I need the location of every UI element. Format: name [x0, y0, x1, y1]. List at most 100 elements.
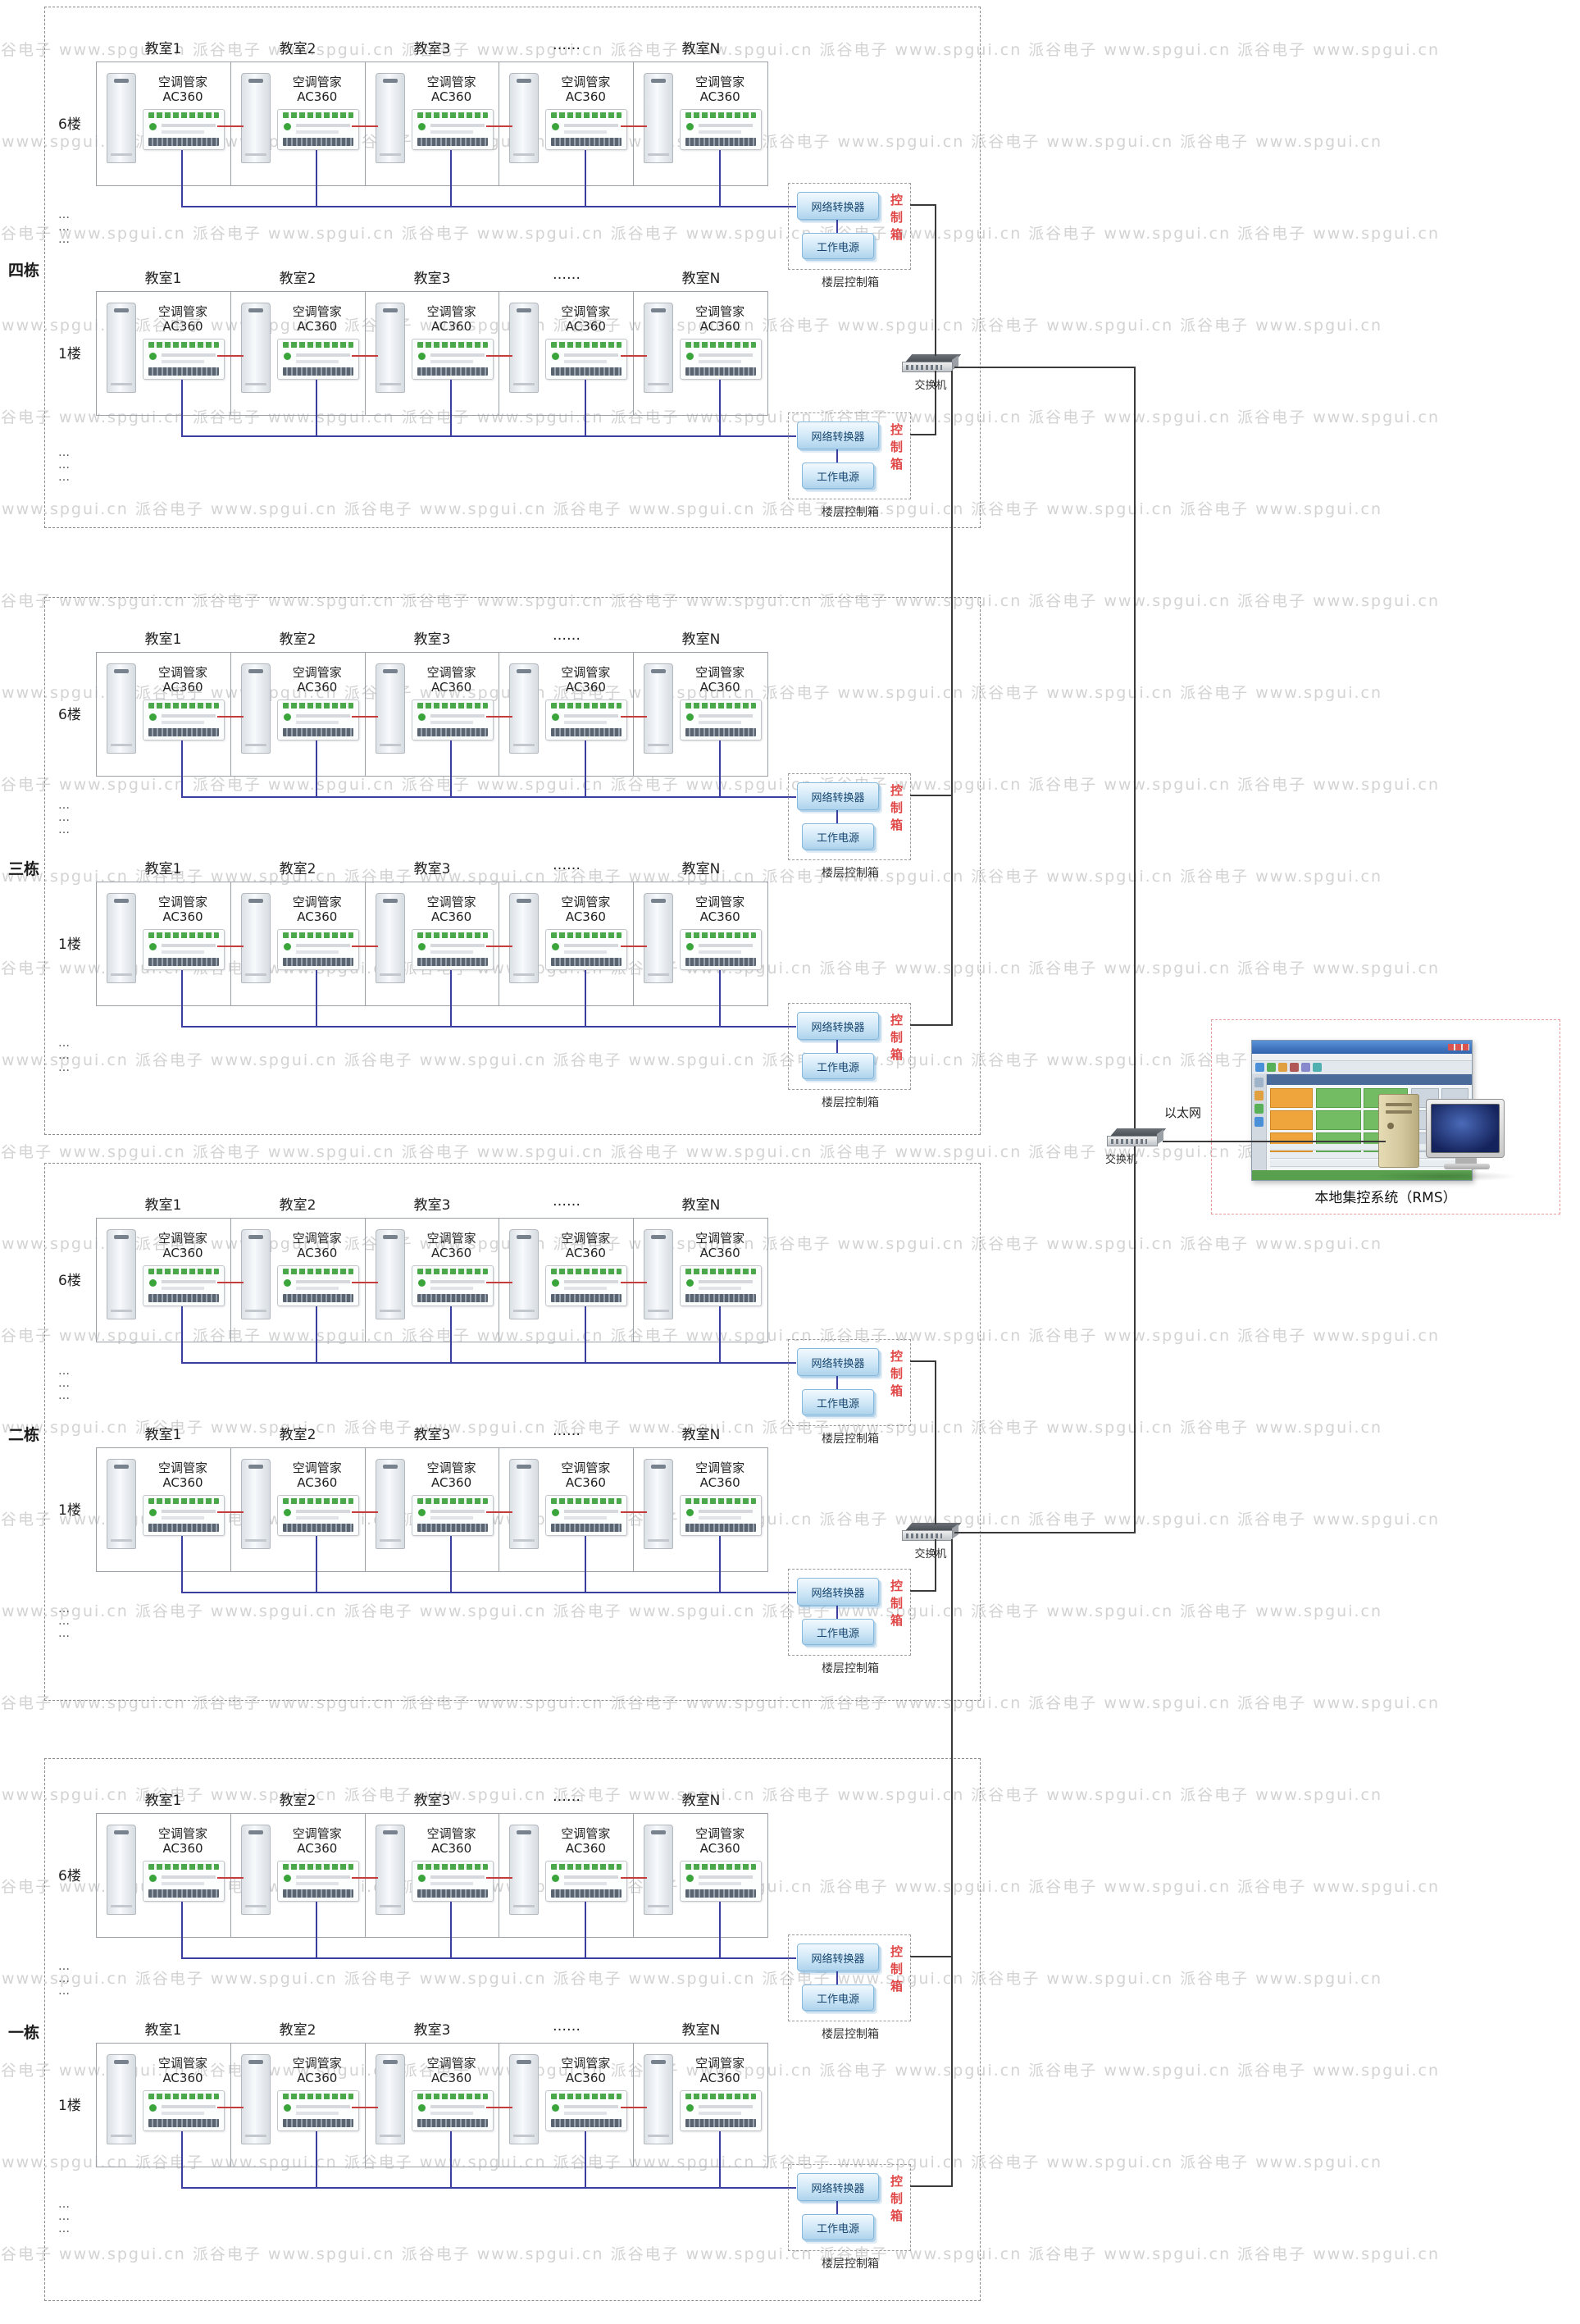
classroom-cell: 空调管家 AC360: [634, 1448, 767, 1571]
ac360-label-line1: 空调管家: [695, 75, 745, 89]
classroom-label: 教室3: [413, 631, 451, 648]
ac360-label-line1: 空调管家: [157, 895, 207, 909]
ac360-label: 空调管家 AC360: [675, 1826, 765, 1856]
network-converter-label: 网络转换器: [811, 2182, 865, 2195]
classroom-cell: 空调管家 AC360: [499, 292, 635, 415]
classroom-cell: 空调管家 AC360: [634, 653, 767, 776]
ac360-label: 空调管家 AC360: [272, 1826, 362, 1856]
ac360-label-line2: AC360: [297, 2071, 338, 2085]
working-power-label: 工作电源: [816, 1993, 859, 2006]
floor-label: 1楼: [58, 346, 81, 362]
ellipsis-row: …: [58, 1960, 70, 1973]
power-line: [486, 1877, 512, 1879]
converter-power-link: [836, 1376, 838, 1389]
ac360-label-line1: 空调管家: [292, 1231, 342, 1246]
ac360-controller-icon: [680, 699, 763, 740]
power-line: [486, 2107, 512, 2108]
signal-line: [719, 740, 721, 796]
ac-cabinet-icon: [644, 1459, 674, 1549]
ac-cabinet-icon: [644, 1825, 674, 1915]
ethernet-label: 以太网: [1164, 1105, 1202, 1120]
floor-control-box-caption: 楼层控制箱: [822, 867, 879, 880]
ac360-label-line1: 空调管家: [561, 1231, 611, 1246]
signal-line: [181, 150, 183, 206]
network-converter: 网络转换器: [797, 1944, 879, 1971]
ellipsis-dots: ………: [58, 2199, 70, 2235]
ac360-controller-icon: [143, 929, 225, 970]
classroom-cell: 空调管家 AC360: [231, 1448, 366, 1571]
ac-cabinet-icon: [107, 893, 136, 983]
ac360-label-line2: AC360: [297, 1841, 338, 1856]
classroom-cell: 空调管家 AC360: [499, 1219, 635, 1342]
power-line: [486, 125, 512, 127]
ac-cabinet-icon: [107, 73, 136, 163]
signal-line: [316, 2131, 317, 2187]
ac360-controller-icon: [143, 699, 225, 740]
ellipsis-row: …: [58, 458, 70, 472]
ac360-controller-icon: [276, 929, 359, 970]
classroom-label: 教室2: [279, 1427, 316, 1443]
floor-control-box-caption: 楼层控制箱: [822, 1433, 879, 1446]
signal-line: [181, 1902, 183, 1957]
floor-control-box-caption: 楼层控制箱: [822, 276, 879, 289]
signal-line: [585, 1902, 586, 1957]
ac360-label-line2: AC360: [431, 909, 472, 924]
classroom-label: 教室1: [144, 271, 182, 287]
connection-line: [910, 1024, 953, 1026]
ac360-label-line2: AC360: [565, 909, 606, 924]
ellipsis-row: …: [58, 1615, 70, 1628]
classroom-label: 教室2: [279, 41, 316, 57]
classroom-cell: 空调管家 AC360: [97, 1219, 231, 1342]
signal-line: [181, 1536, 183, 1592]
ac360-label-line2: AC360: [565, 319, 606, 334]
ac360-controller-icon: [680, 1495, 763, 1536]
ac360-label-line1: 空调管家: [426, 1460, 476, 1475]
ac360-label-line2: AC360: [565, 1841, 606, 1856]
signal-line: [585, 380, 586, 435]
ac360-label-line1: 空调管家: [157, 1460, 207, 1475]
ac360-label-line1: 空调管家: [292, 665, 342, 680]
ac360-label-line2: AC360: [699, 89, 740, 104]
ac360-label: 空调管家 AC360: [540, 2056, 631, 2085]
ac360-label-line1: 空调管家: [292, 1460, 342, 1475]
floor-box: 空调管家 AC360 空调管家 AC360 空调管家 AC360 空调管家 AC…: [96, 291, 768, 416]
connection-line: [935, 1539, 936, 1592]
ac360-label-line2: AC360: [297, 909, 338, 924]
connection-line: [951, 1539, 953, 2187]
classroom-cell: 空调管家 AC360: [97, 1448, 231, 1571]
ac-cabinet-icon: [107, 1229, 136, 1319]
signal-bus: [181, 206, 796, 207]
ac360-label-line2: AC360: [162, 319, 203, 334]
ac-cabinet-icon: [509, 893, 540, 983]
signal-line: [181, 380, 183, 435]
signal-bus: [181, 1592, 796, 1593]
converter-power-link: [836, 2201, 838, 2214]
working-power-label: 工作电源: [816, 1627, 859, 1640]
classroom-label: 教室2: [279, 2022, 316, 2039]
working-power: 工作电源: [802, 823, 874, 850]
control-box-side-label: 控制箱: [889, 1350, 904, 1401]
converter-power-link: [836, 1606, 838, 1619]
ac-cabinet-icon: [644, 893, 674, 983]
ellipsis-row: …: [58, 1602, 70, 1615]
ac360-label-line1: 空调管家: [157, 75, 207, 89]
ac360-label-line2: AC360: [162, 89, 203, 104]
ac360-label-line2: AC360: [162, 1841, 203, 1856]
ac360-label: 空调管家 AC360: [272, 75, 362, 104]
power-line: [621, 2107, 647, 2108]
classroom-label: 教室1: [144, 861, 182, 877]
classroom-cell: 空调管家 AC360: [634, 1219, 767, 1342]
control-box-side-label: 控制箱: [889, 1579, 904, 1631]
classroom-cell: 空调管家 AC360: [231, 882, 366, 1005]
floor-control-box: 网络转换器 工作电源 控制箱 楼层控制箱: [788, 1934, 911, 2041]
signal-line: [719, 970, 721, 1026]
ac-cabinet-icon: [644, 303, 674, 393]
ac360-controller-icon: [545, 2090, 628, 2131]
ac360-label: 空调管家 AC360: [138, 304, 228, 334]
ac360-label-line2: AC360: [162, 909, 203, 924]
converter-power-link: [836, 810, 838, 823]
working-power: 工作电源: [802, 1389, 874, 1415]
